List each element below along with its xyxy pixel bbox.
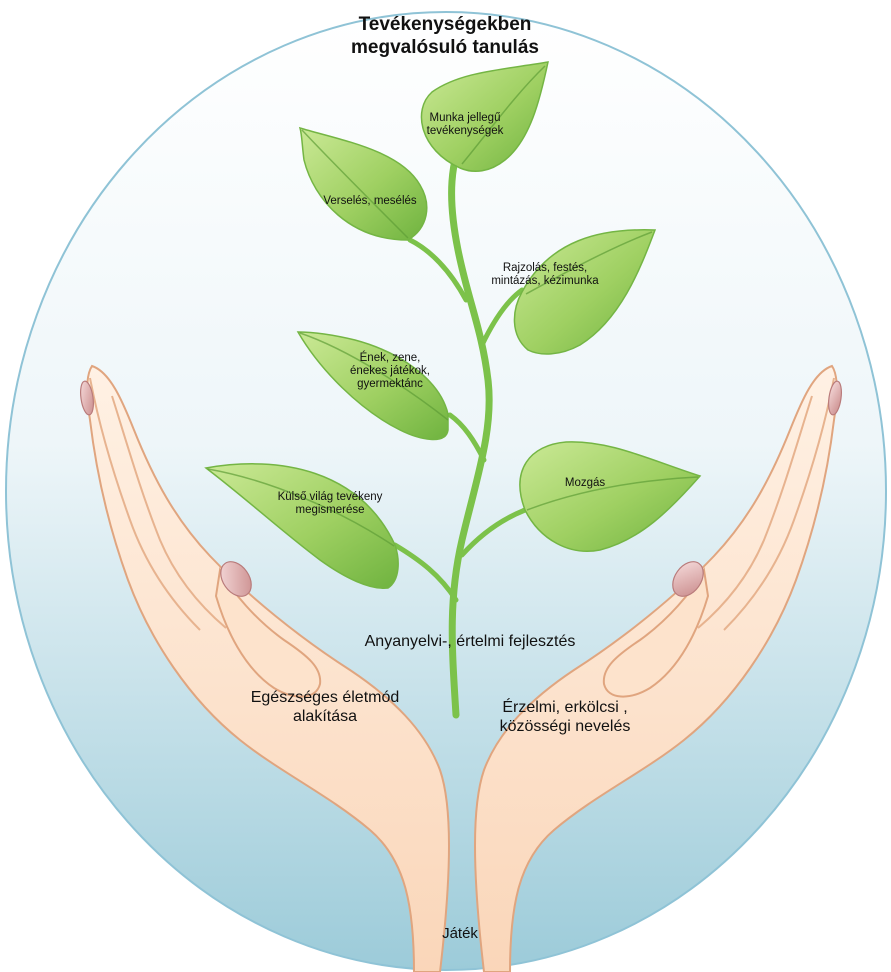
leaf-verseles [298,126,428,241]
stem-label: Anyanyelvi-, értelmi fejlesztés [364,633,576,650]
left-hand-finger-2 [111,395,227,629]
left-hand-finger-1 [89,377,201,631]
leaf-munka [420,61,549,173]
leaf-label-mozgas: Mozgás [564,477,606,489]
leaf-label-verseles: Verselés, mesélés [323,195,417,207]
base-label: Játék [442,925,478,942]
branch-enek [447,412,487,463]
plant-stem [448,116,493,719]
right-thumb-nail [672,561,704,597]
branch-verseles [407,237,469,303]
vein-verseles [301,129,409,239]
left-thumb-nail [220,561,252,597]
leaf-mozgas [519,441,702,552]
vein-kulso [207,468,395,547]
branch-kulso [392,542,459,603]
diagram-title: Tevékenységekben megvalósuló tanulás [351,14,539,58]
vein-enek [299,332,449,421]
right-hand-label: Érzelmi, erkölcsi , közösségi nevelés [499,699,631,736]
plant [204,61,702,719]
leaf-rajzolas [513,229,657,355]
vein-munka [461,65,546,165]
vein-rajzolas [525,231,653,295]
leaf-kulso [204,463,399,589]
right-hand-thumb [602,566,710,698]
leaf-label-enek: Ének, zene, énekes játékok, gyermektánc [350,352,430,391]
right-finger-nail [828,380,842,416]
left-finger-nail [80,380,94,416]
vein-mozgas [526,476,699,511]
right-hand-finger-1 [723,377,835,631]
leaf-label-munka: Munka jellegű tevékenységek [426,112,504,138]
left-hand-thumb [214,566,322,698]
leaf-enek [296,331,449,441]
leaf-label-rajzolas: Rajzolás, festés, mintázás, kézimunka [491,262,599,288]
left-hand-label: Egészséges életmód alakítása [250,689,400,726]
branch-rajzolas [479,287,525,348]
right-hand-finger-2 [697,395,813,629]
branch-mozgas [459,507,528,558]
leaf-label-kulso: Külső világ tevékeny megismerése [277,491,383,517]
